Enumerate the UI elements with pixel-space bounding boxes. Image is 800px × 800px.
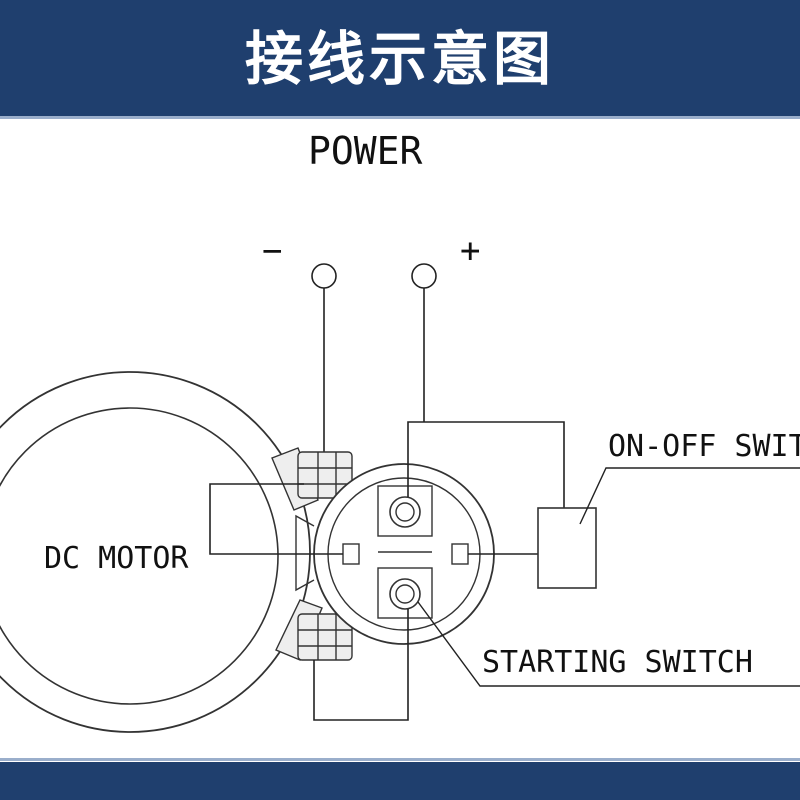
wiring xyxy=(209,421,565,721)
upper-stud-terminal xyxy=(389,496,421,528)
negative-terminal-label: − xyxy=(262,231,282,271)
dc-motor-label: DC MOTOR xyxy=(44,541,189,576)
footer-divider xyxy=(0,758,800,761)
dc-motor xyxy=(0,371,311,733)
positive-terminal-label: + xyxy=(460,231,480,271)
header-divider xyxy=(0,116,800,119)
lower-stud-terminal xyxy=(389,578,421,610)
footer-bar xyxy=(0,762,800,800)
starting-switch-label: STARTING SWITCH xyxy=(482,645,753,680)
right-spade-terminal xyxy=(451,543,469,565)
on-off-switch xyxy=(537,507,597,589)
header-bar: 接线示意图 xyxy=(0,0,800,116)
on-off-switch-label: ON-OFF SWITCH xyxy=(608,429,800,464)
leader-lines xyxy=(417,467,800,687)
page-title: 接线示意图 xyxy=(244,25,555,93)
power-label: POWER xyxy=(308,129,423,173)
positive-terminal xyxy=(411,263,437,422)
upper-bolt-nut xyxy=(271,447,353,511)
left-spade-terminal xyxy=(342,543,360,565)
negative-terminal xyxy=(311,263,337,452)
lower-bolt-nut xyxy=(275,599,353,661)
